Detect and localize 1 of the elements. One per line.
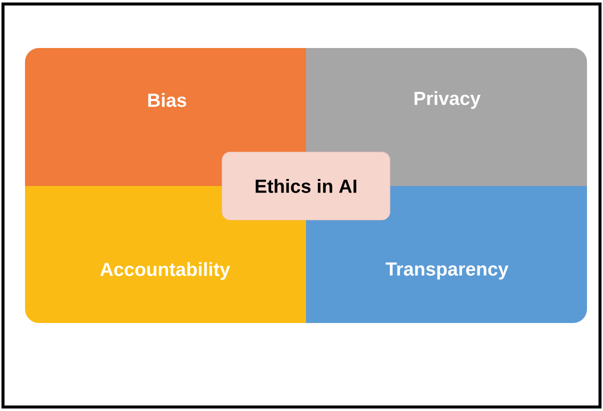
center-box: Ethics in AI — [222, 152, 390, 220]
